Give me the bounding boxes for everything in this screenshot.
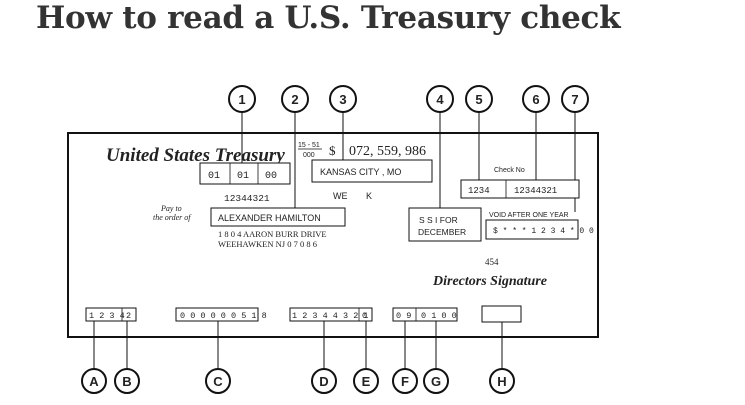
date-year: 00 bbox=[265, 171, 277, 182]
page-title: How to read a U.S. Treasury check bbox=[36, 0, 621, 36]
micr-ab-box bbox=[85, 307, 137, 322]
callout-C: C bbox=[205, 368, 231, 394]
svg-text:C: C bbox=[213, 374, 223, 389]
dollar-sign: $ bbox=[329, 143, 336, 158]
signature-label: Directors Signature bbox=[432, 274, 547, 289]
micr-h-box bbox=[481, 305, 522, 323]
svg-text:6: 6 bbox=[532, 92, 539, 107]
callout-B: B bbox=[114, 368, 140, 394]
callout-F: F bbox=[392, 368, 418, 394]
callout-7: 7 bbox=[561, 85, 589, 113]
check-no-box bbox=[460, 179, 580, 199]
micr-d: 1 2 3 4 4 3 2 1 bbox=[292, 311, 369, 321]
routing-fraction-top: 15 - 51 bbox=[298, 142, 320, 149]
svg-text:3: 3 bbox=[339, 92, 346, 107]
check-symbol-number: 12344321 bbox=[224, 193, 270, 204]
address-line-2: WEEHAWKEN NJ 0 7 0 8 6 bbox=[218, 239, 317, 249]
svg-text:E: E bbox=[362, 374, 371, 389]
amount-line: 072, 559, 986 bbox=[349, 144, 426, 159]
address-line-1: 1 8 0 4 AARON BURR DRIVE bbox=[218, 229, 327, 239]
check-no-label: Check No bbox=[494, 167, 525, 174]
micr-a: 1 2 3 4 bbox=[89, 311, 125, 321]
payment-type-line-1: S S I FOR bbox=[419, 215, 458, 225]
location-text: KANSAS CITY , MO bbox=[320, 167, 401, 177]
svg-text:B: B bbox=[122, 374, 131, 389]
callout-4: 4 bbox=[426, 85, 454, 113]
date-box bbox=[199, 162, 291, 185]
callout-6: 6 bbox=[522, 85, 550, 113]
pay-to-order-label: the order of bbox=[153, 213, 192, 222]
callout-5: 5 bbox=[465, 85, 493, 113]
micr-g: 0 1 0 0 bbox=[421, 311, 457, 321]
location-box bbox=[311, 159, 433, 183]
date-day: 01 bbox=[237, 171, 249, 182]
micr-e: 0 bbox=[362, 311, 367, 321]
we-text: WE bbox=[333, 191, 348, 201]
check-no-left: 1234 bbox=[468, 186, 490, 196]
svg-text:5: 5 bbox=[475, 92, 482, 107]
routing-fraction-bottom: 000 bbox=[303, 152, 315, 159]
amount-box bbox=[485, 219, 579, 240]
micr-c-box bbox=[175, 307, 259, 322]
callout-D: D bbox=[311, 368, 337, 394]
payment-type-line-2: DECEMBER bbox=[418, 227, 466, 237]
check-no-right: 12344321 bbox=[514, 186, 557, 196]
issuer-name: United States Treasury bbox=[106, 145, 285, 166]
svg-text:A: A bbox=[89, 374, 99, 389]
callouts-bottom: A B C D E F G H bbox=[81, 368, 515, 394]
callout-H: H bbox=[489, 368, 515, 394]
amount-box-value: $ * * * 1 2 3 4 * 0 0 bbox=[493, 227, 594, 236]
svg-text:4: 4 bbox=[436, 92, 444, 107]
callout-3: 3 bbox=[329, 85, 357, 113]
svg-text:F: F bbox=[401, 374, 409, 389]
micr-c: 0 0 0 0 0 0 5 1 8 bbox=[180, 311, 267, 321]
callouts-top: 1 2 3 4 5 6 7 bbox=[228, 85, 589, 113]
micr-b: 2 bbox=[126, 311, 131, 321]
void-text: VOID AFTER ONE YEAR bbox=[489, 212, 569, 219]
pay-to-label: Pay to bbox=[160, 204, 182, 213]
payee-name: ALEXANDER HAMILTON bbox=[218, 213, 321, 223]
payee-box bbox=[210, 207, 346, 227]
payment-type-box bbox=[408, 207, 482, 242]
callout-E: E bbox=[353, 368, 379, 394]
signature-number: 454 bbox=[485, 257, 499, 267]
callout-1: 1 bbox=[228, 85, 256, 113]
svg-text:7: 7 bbox=[571, 92, 578, 107]
micr-de-box bbox=[289, 307, 373, 322]
svg-text:D: D bbox=[319, 374, 328, 389]
micr-f: 0 9 bbox=[396, 311, 411, 321]
callout-A: A bbox=[81, 368, 107, 394]
svg-text:H: H bbox=[497, 374, 506, 389]
callout-leaders-bottom bbox=[93, 320, 503, 369]
micr-fg-box bbox=[392, 307, 458, 322]
svg-text:G: G bbox=[431, 374, 441, 389]
date-month: 01 bbox=[208, 171, 220, 182]
svg-text:2: 2 bbox=[291, 92, 298, 107]
k-text: K bbox=[366, 191, 372, 201]
callout-2: 2 bbox=[281, 85, 309, 113]
callout-G: G bbox=[423, 368, 449, 394]
svg-text:1: 1 bbox=[238, 92, 245, 107]
